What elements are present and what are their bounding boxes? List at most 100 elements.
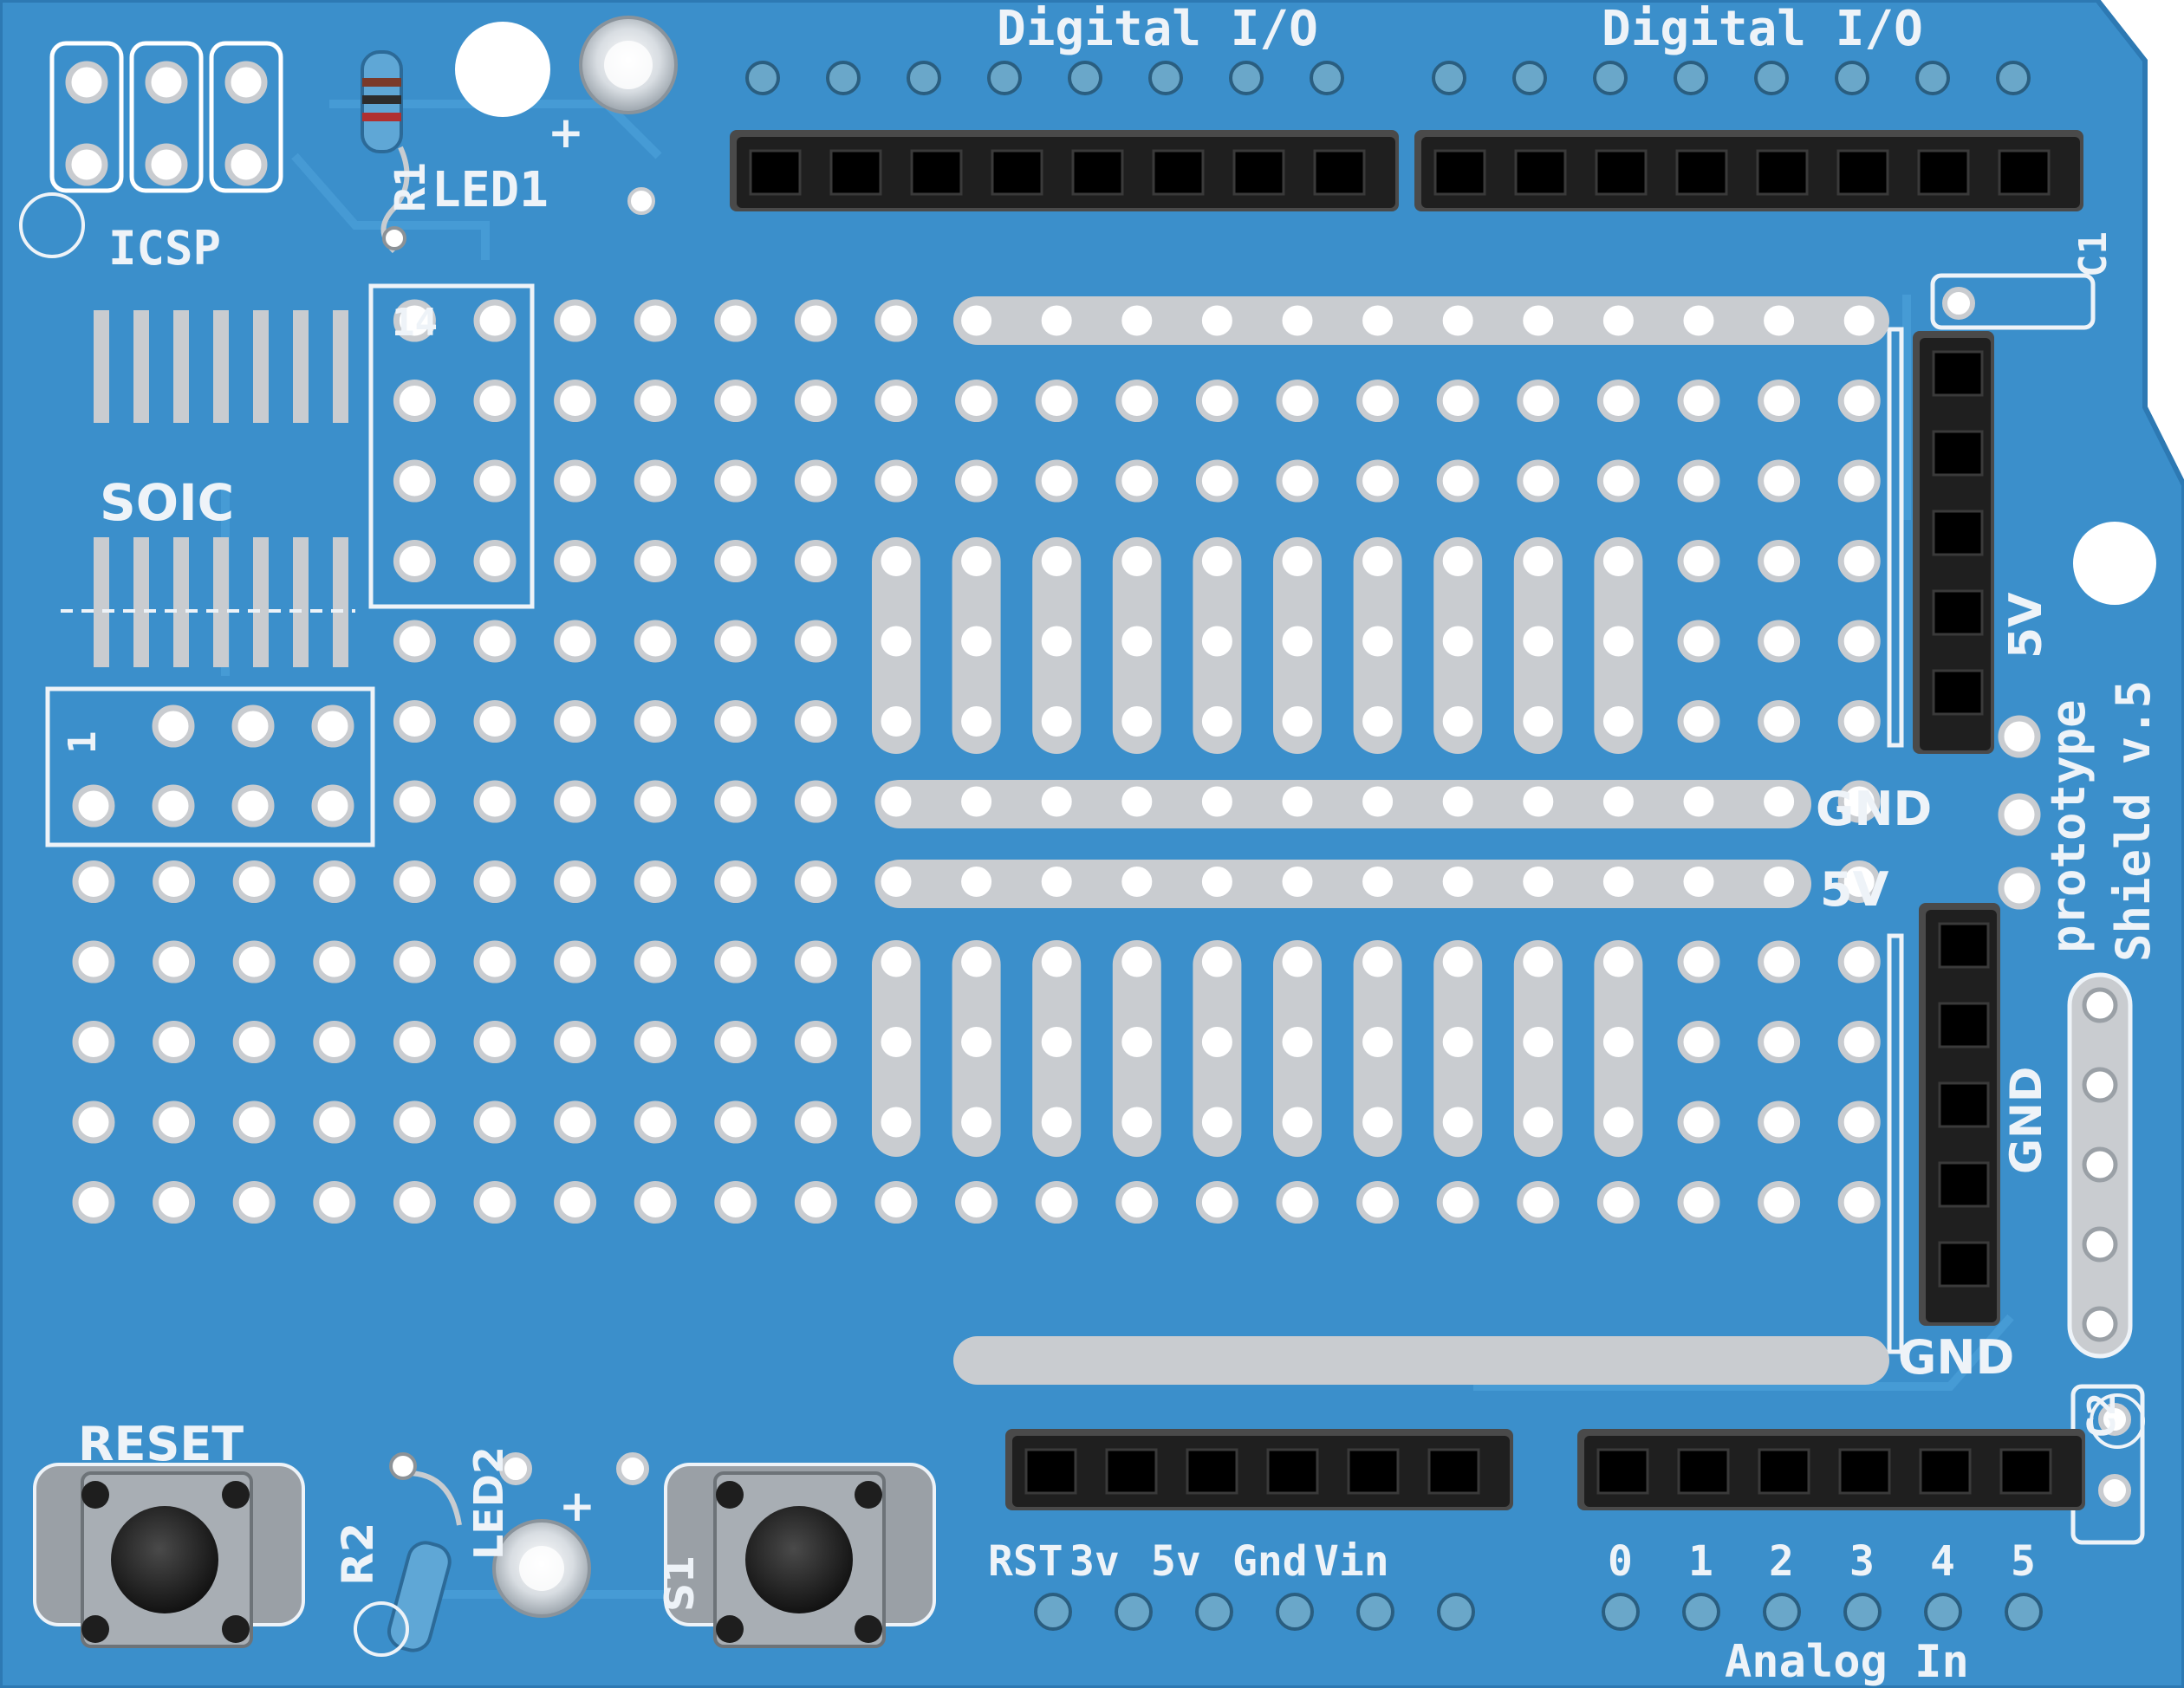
through-hole: [554, 700, 597, 743]
through-hole: [794, 1021, 837, 1063]
through-hole: [874, 1181, 918, 1224]
through-hole: [153, 1100, 196, 1144]
through-hole: [1195, 459, 1238, 503]
through-hole: [634, 299, 677, 342]
through-hole: [1837, 860, 1881, 903]
through-hole: [153, 940, 196, 984]
through-hole: [955, 380, 998, 422]
s1-button[interactable]: [664, 1463, 936, 1648]
header-socket: [1938, 1161, 1990, 1208]
led1-pad: [627, 187, 655, 215]
pin-tip: [1148, 61, 1183, 95]
through-hole: [1998, 793, 2041, 836]
mounting-hole-left-outline: [19, 192, 85, 258]
header-socket: [1152, 149, 1205, 196]
resistor-r2: [354, 1452, 462, 1657]
side-strip-holes: [2082, 987, 2118, 1342]
through-hole: [2082, 1067, 2118, 1103]
through-hole: [1195, 380, 1238, 422]
through-hole: [393, 1021, 436, 1063]
through-hole: [1758, 780, 1801, 823]
through-hole: [1596, 1100, 1640, 1144]
fourteen-label: 14: [392, 301, 438, 345]
pin-tip: [1437, 1593, 1475, 1631]
through-hole: [634, 620, 677, 663]
through-hole: [874, 299, 918, 342]
reset-button[interactable]: [33, 1463, 305, 1648]
header-socket: [1938, 1002, 1990, 1049]
analog-pin-label: 3: [1849, 1537, 1875, 1586]
through-hole: [72, 1021, 115, 1063]
through-hole: [2082, 987, 2118, 1023]
through-hole: [1596, 299, 1640, 342]
one-label: 1: [61, 731, 105, 755]
through-hole: [1276, 1100, 1319, 1144]
through-hole: [1195, 700, 1238, 743]
through-hole: [153, 860, 196, 903]
through-hole: [1035, 700, 1078, 743]
through-hole: [1677, 1021, 1720, 1063]
through-hole: [1677, 860, 1720, 903]
led2-pad-a: [499, 1452, 532, 1485]
soic-pad: [173, 310, 189, 423]
through-hole: [794, 940, 837, 984]
through-hole: [1115, 299, 1159, 342]
through-hole: [393, 1181, 436, 1224]
through-hole: [65, 61, 108, 104]
led1-component: [579, 16, 678, 114]
through-hole: [554, 1181, 597, 1224]
pin-tip: [1682, 1593, 1720, 1631]
header-socket: [1758, 1448, 1810, 1495]
through-hole: [1035, 860, 1078, 903]
through-hole: [1276, 860, 1319, 903]
through-hole: [634, 780, 677, 823]
through-hole: [1837, 380, 1881, 422]
analog-pin-label: 1: [1688, 1537, 1713, 1586]
through-hole: [393, 459, 436, 503]
through-hole: [955, 1181, 998, 1224]
through-hole: [955, 459, 998, 503]
header-socket: [1186, 1448, 1238, 1495]
through-hole: [1517, 1100, 1560, 1144]
digital-io-left-label: Digital I/O: [997, 1, 1318, 57]
through-hole: [72, 860, 115, 903]
soic-pad: [333, 310, 348, 423]
through-hole: [1195, 780, 1238, 823]
through-hole: [714, 940, 757, 984]
through-hole: [1837, 540, 1881, 582]
through-hole: [1035, 620, 1078, 663]
pin-headers: [730, 130, 2085, 1510]
pin-tip: [1195, 1593, 1233, 1631]
through-hole: [874, 700, 918, 743]
soic-pad: [333, 537, 348, 667]
through-hole: [473, 1021, 517, 1063]
through-hole: [1195, 1181, 1238, 1224]
soic-pad: [293, 310, 309, 423]
through-hole: [393, 860, 436, 903]
soic-pad: [94, 310, 109, 423]
through-hole: [554, 860, 597, 903]
through-hole: [1356, 1021, 1400, 1063]
header-socket: [1938, 1081, 1990, 1128]
through-hole: [714, 1021, 757, 1063]
soic-pad: [133, 537, 149, 667]
through-hole: [1115, 860, 1159, 903]
header-socket: [1266, 1448, 1319, 1495]
through-hole: [1677, 299, 1720, 342]
through-hole: [955, 620, 998, 663]
through-hole: [874, 1021, 918, 1063]
through-hole: [634, 1021, 677, 1063]
pin-tip: [1068, 61, 1102, 95]
through-hole: [1837, 1021, 1881, 1063]
through-hole: [393, 700, 436, 743]
through-hole: [1596, 620, 1640, 663]
led1-label: LED1: [432, 162, 549, 218]
through-hole: [714, 459, 757, 503]
through-hole: [313, 1021, 356, 1063]
header-socket: [1938, 922, 1990, 969]
through-hole: [794, 860, 837, 903]
through-hole: [1837, 940, 1881, 984]
through-hole: [634, 540, 677, 582]
through-hole: [1115, 1100, 1159, 1144]
